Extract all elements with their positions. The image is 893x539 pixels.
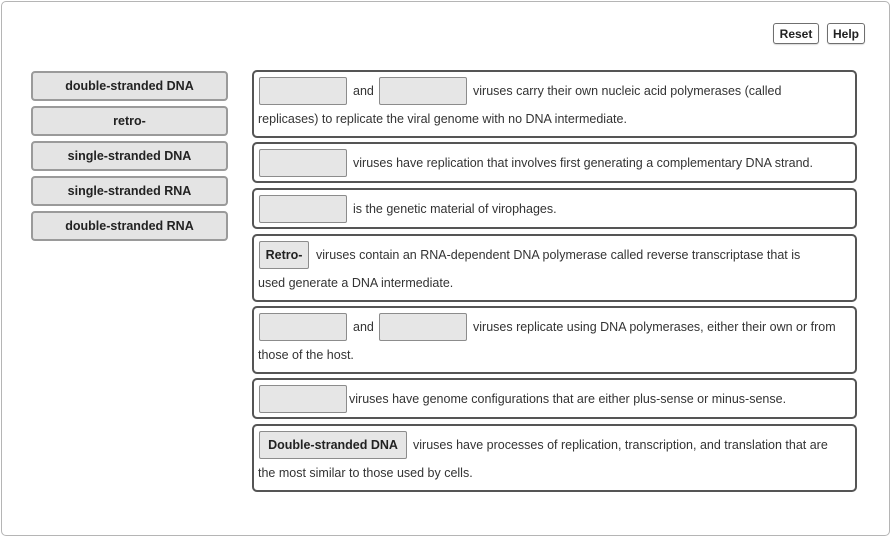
statement-text: viruses replicate using DNA polymerases,…	[473, 320, 836, 334]
drop-target[interactable]	[259, 149, 347, 177]
statement-4: Retro- viruses contain an RNA-dependent …	[252, 234, 857, 302]
drop-target[interactable]	[379, 313, 467, 341]
statement-1: and viruses carry their own nucleic acid…	[252, 70, 857, 138]
reset-button[interactable]: Reset	[773, 23, 819, 44]
bank-label-retro[interactable]: retro-	[31, 106, 228, 136]
statement-text: viruses contain an RNA-dependent DNA pol…	[316, 248, 801, 262]
bank-label-double-stranded-dna[interactable]: double-stranded DNA	[31, 71, 228, 101]
statement-connector: and	[353, 84, 374, 98]
statement-text: those of the host.	[258, 348, 354, 362]
drop-target[interactable]	[259, 385, 347, 413]
placed-label-retro[interactable]: Retro-	[259, 241, 309, 269]
drop-target[interactable]	[259, 313, 347, 341]
statement-text: is the genetic material of virophages.	[353, 202, 557, 216]
statement-text: viruses have genome configurations that …	[349, 392, 787, 406]
statement-6: viruses have genome configurations that …	[252, 378, 857, 419]
drop-target[interactable]	[379, 77, 467, 105]
bank-label-single-stranded-dna[interactable]: single-stranded DNA	[31, 141, 228, 171]
help-button[interactable]: Help	[827, 23, 865, 44]
bank-label-double-stranded-rna[interactable]: double-stranded RNA	[31, 211, 228, 241]
statement-text: replicases) to replicate the viral genom…	[258, 112, 627, 126]
statement-text: viruses have replication that involves f…	[353, 156, 813, 170]
drop-target[interactable]	[259, 195, 347, 223]
drop-target[interactable]	[259, 77, 347, 105]
statement-5: and viruses replicate using DNA polymera…	[252, 306, 857, 374]
bank-label-single-stranded-rna[interactable]: single-stranded RNA	[31, 176, 228, 206]
statement-connector: and	[353, 320, 374, 334]
statement-2: viruses have replication that involves f…	[252, 142, 857, 183]
statement-text: used generate a DNA intermediate.	[258, 276, 454, 290]
placed-label-double-stranded-dna[interactable]: Double-stranded DNA	[259, 431, 407, 459]
statement-7: Double-stranded DNA viruses have process…	[252, 424, 857, 492]
statement-3: is the genetic material of virophages.	[252, 188, 857, 229]
statement-text: viruses carry their own nucleic acid pol…	[473, 84, 782, 98]
statement-text: viruses have processes of replication, t…	[413, 438, 828, 452]
statement-text: the most similar to those used by cells.	[258, 466, 473, 480]
